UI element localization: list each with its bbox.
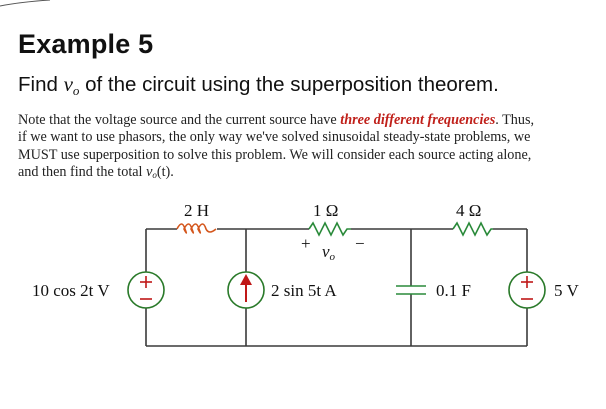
page-title: Example 5 (18, 29, 154, 59)
vo-label: vo (322, 242, 336, 263)
note-text-1: Note that the voltage source and the cur… (18, 112, 337, 128)
inductor-label: 2 H (184, 201, 209, 220)
corner-curve (0, 0, 51, 7)
problem-statement: Find vo of the circuit using the superpo… (18, 72, 499, 99)
capacitor-label: 0.1 F (436, 281, 471, 300)
resistor-1-symbol (308, 221, 351, 237)
subtitle-prefix: Find (18, 73, 58, 96)
resistor-1-label: 1 Ω (313, 201, 338, 220)
dc-source-label: 5 V (554, 281, 579, 300)
note-variable-arg: (t). (156, 163, 174, 180)
dc-source-symbol (508, 271, 546, 309)
resistor-2-label: 4 Ω (456, 201, 481, 220)
note-text-2: . Thus, if we want to use phasors, the o… (18, 112, 535, 180)
explanation-paragraph: Note that the voltage source and the cur… (18, 112, 538, 184)
voltage-source-symbol (127, 271, 165, 309)
subtitle-suffix: of the circuit using the superposition t… (85, 73, 499, 96)
note-variable: vo (146, 163, 157, 180)
inductor-symbol (176, 223, 217, 234)
capacitor-symbol (396, 285, 426, 295)
subtitle-variable: vo (63, 72, 80, 98)
voltage-source-label: 10 cos 2t V (32, 281, 110, 300)
resistor-2-symbol (452, 221, 493, 237)
current-source-label: 2 sin 5t A (271, 281, 337, 300)
vo-minus-sign: − (355, 234, 365, 253)
vo-plus-sign: + (301, 234, 311, 253)
current-source-symbol (227, 271, 265, 309)
note-highlight: three different frequencies (340, 112, 496, 128)
